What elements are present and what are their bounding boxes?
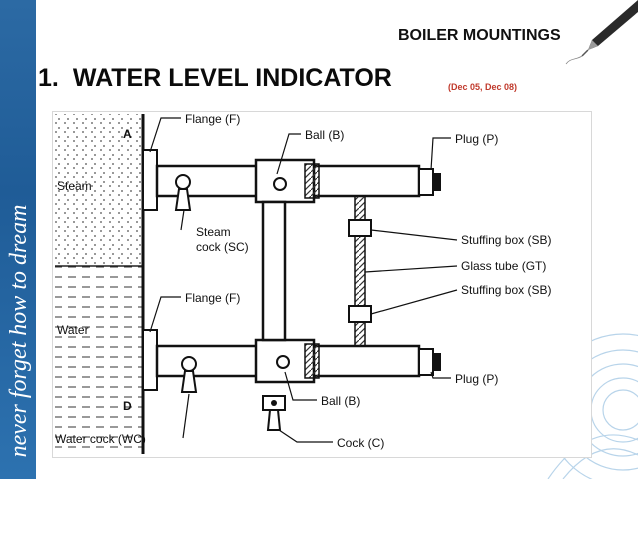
section-header: BOILER MOUNTINGS [398, 27, 561, 44]
steam-label: Steam [57, 179, 92, 193]
water-label: Water [57, 323, 89, 337]
flange-bottom-label: Flange (F) [185, 291, 240, 305]
steam-cock-label-line1: Steam [196, 225, 231, 239]
slogan-text: never forget how to dream [6, 204, 32, 458]
boiler-shell [55, 114, 145, 454]
steam-cock-label-line2: cock (SC) [196, 240, 249, 254]
glass-tube-assembly [348, 195, 372, 347]
drain-cock [262, 395, 286, 431]
connecting-pipe [261, 200, 287, 342]
water-level-indicator-diagram: A D Steam Water Flange (F) Flange (F) Ba… [52, 111, 592, 458]
water-cock-label: Water cock (WC) [55, 432, 146, 446]
ball-bottom-label: Ball (B) [321, 394, 360, 408]
cock-label: Cock (C) [337, 436, 384, 450]
region-a-label: A [123, 127, 132, 141]
fountain-pen-icon [565, 0, 638, 65]
flange-top [142, 149, 158, 211]
ball-top-label: Ball (B) [305, 128, 344, 142]
flange-bottom [142, 329, 158, 391]
plug-bottom-label: Plug (P) [455, 372, 498, 386]
stuffing-box-bottom-label: Stuffing box (SB) [461, 283, 552, 297]
plug-top-label: Plug (P) [455, 132, 498, 146]
exam-reference: (Dec 05, Dec 08) [448, 82, 518, 92]
left-decorative-band [0, 0, 36, 479]
bottom-pipe [155, 338, 441, 384]
leader-lines [149, 117, 458, 443]
slide-number: 1. [38, 64, 59, 92]
water-cock [180, 356, 198, 393]
top-pipe [155, 158, 441, 204]
flange-top-label: Flange (F) [185, 112, 240, 126]
region-d-label: D [123, 399, 132, 413]
slide-title: 1. WATER LEVEL INDICATOR [38, 64, 392, 93]
stuffing-box-top-label: Stuffing box (SB) [461, 233, 552, 247]
slide-title-text: WATER LEVEL INDICATOR [72, 64, 392, 92]
glass-tube-label: Glass tube (GT) [461, 259, 546, 273]
steam-cock [174, 174, 192, 211]
